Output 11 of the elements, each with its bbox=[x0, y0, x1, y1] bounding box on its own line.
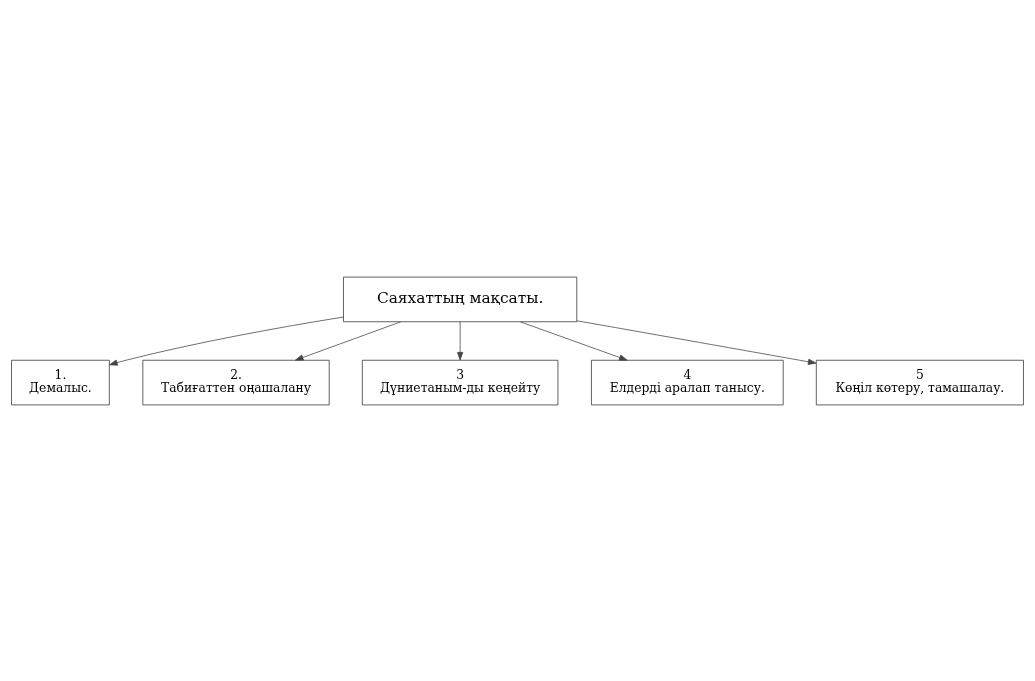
node-box: 2. Табиғаттен оңашалану bbox=[142, 359, 330, 405]
arrow bbox=[295, 320, 402, 361]
node-box: Саяхаттың мақсаты. bbox=[343, 276, 578, 322]
arrow bbox=[457, 320, 464, 360]
arrow bbox=[109, 316, 344, 366]
node-box: 1. Демалыс. bbox=[11, 359, 110, 405]
node-box: 3 Дүниетаным-ды кеңейту bbox=[361, 359, 559, 405]
arrow bbox=[576, 319, 817, 365]
arrow bbox=[520, 320, 628, 361]
node-box: 5 Көңіл көтеру, тамашалау. bbox=[815, 359, 1024, 405]
node-box: 4 Елдерді аралап танысу. bbox=[591, 359, 784, 405]
